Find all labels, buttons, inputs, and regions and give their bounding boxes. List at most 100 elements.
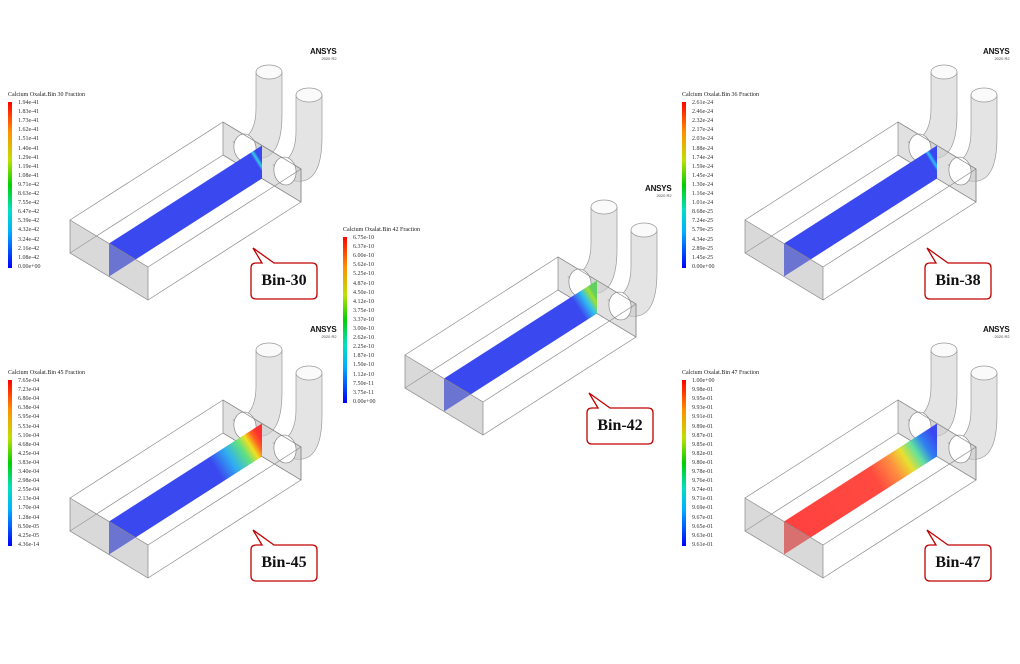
outlet-hole: [948, 156, 972, 186]
legend-tick-label: 1.01e-24: [692, 200, 714, 207]
legend-tick-label: 3.75e-10: [353, 307, 375, 314]
logo-brand: ANSYS: [310, 325, 337, 334]
legend-tick-label: 0.00e+00: [692, 263, 715, 270]
logo-brand: ANSYS: [645, 184, 672, 193]
colorbar: [8, 102, 12, 268]
legend-tick-label: 1.08e-42: [18, 254, 40, 261]
legend-tick-label: 1.94e-41: [18, 100, 40, 106]
outlet-hole: [608, 291, 632, 321]
callout-label: Bin-42: [597, 417, 643, 434]
legend-tick-label: 2.13e-04: [18, 496, 40, 503]
logo-version: 2020 R2: [994, 334, 1010, 339]
callout-label: Bin-38: [935, 272, 981, 289]
legend-tick-label: 2.17e-24: [692, 127, 714, 134]
legend-tick-label: 1.51e-41: [18, 136, 40, 143]
callout-bubble: [250, 529, 318, 582]
callout-label: Bin-45: [261, 554, 307, 571]
contour-slice: [784, 423, 937, 555]
legend-tick-label: 9.93e-01: [692, 405, 714, 412]
pipe-opening: [930, 64, 958, 80]
legend-tick-label: 4.12e-10: [353, 298, 375, 305]
legend-tick-label: 7.23e-04: [18, 387, 40, 394]
legend-tick-label: 1.08e-41: [18, 172, 40, 179]
colorbar: [682, 102, 686, 268]
legend-tick-label: 1.28e-04: [18, 514, 40, 521]
legend-tick-label: 9.87e-01: [692, 432, 714, 439]
legend-tick-label: 3.24e-42: [18, 236, 40, 243]
callout-bubble: [924, 247, 992, 300]
legend-tick-label: 4.34e-25: [692, 236, 714, 243]
callout-label: Bin-30: [261, 272, 307, 289]
legend-tick-label: 7.65e-04: [18, 378, 40, 384]
legend-tick-label: 1.59e-24: [692, 163, 714, 170]
legend-tick-label: 2.62e-10: [353, 335, 375, 342]
legend-tick-label: 5.53e-04: [18, 423, 40, 430]
legend-tick-label: 9.78e-01: [692, 469, 714, 475]
logo-brand: ANSYS: [983, 47, 1010, 56]
legend-title: Calcium Oxalat.Bin 42 Fraction: [343, 227, 420, 233]
legend-tick-label: 2.55e-04: [18, 487, 40, 494]
legend-tick-label: 4.25e-05: [18, 532, 40, 539]
legend-tick-label: 1.62e-41: [18, 127, 40, 134]
colorbar: [343, 237, 347, 403]
legend-tick-label: 1.29e-41: [18, 154, 40, 161]
legend-tick-label: 4.50e-10: [353, 289, 375, 296]
outlet-pipes: [232, 342, 323, 460]
pipe-opening: [255, 64, 283, 80]
legend-tick-label: 9.74e-01: [692, 487, 714, 494]
inlet-face: [69, 497, 149, 579]
legend-tick-label: 8.50e-05: [18, 523, 40, 530]
legend-tick-label: 1.45e-25: [692, 254, 714, 261]
logo-brand: ANSYS: [310, 47, 337, 56]
contour-slice: [109, 145, 262, 277]
legend-tick-label: 9.82e-01: [692, 450, 714, 457]
legend-tick-label: 6.80e-04: [18, 396, 40, 403]
contour-slice: [444, 280, 597, 412]
logo-brand: ANSYS: [983, 325, 1010, 334]
pipe-opening: [590, 199, 618, 215]
legend-tick-label: 9.69e-01: [692, 505, 714, 512]
legend-tick-label: 1.87e-10: [353, 353, 375, 360]
legend-tick-label: 3.83e-04: [18, 459, 40, 466]
legend-tick-label: 9.61e-01: [692, 541, 714, 548]
legend-tick-label: 0.00e+00: [353, 398, 376, 405]
legend-tick-label: 8.63e-42: [18, 191, 40, 197]
legend-tick-label: 6.38e-04: [18, 405, 40, 412]
legend-tick-label: 9.65e-01: [692, 523, 714, 530]
outlet-hole: [273, 434, 297, 464]
legend-tick-label: 0.00e+00: [18, 263, 41, 270]
legend-tick-label: 1.88e-24: [692, 145, 714, 152]
legend-tick-label: 9.98e-01: [692, 387, 714, 394]
legend-tick-label: 1.12e-10: [353, 371, 375, 378]
legend-tick-label: 9.80e-01: [692, 459, 714, 466]
legend-tick-label: 7.55e-42: [18, 200, 40, 207]
legend-tick-label: 9.71e-42: [18, 181, 40, 188]
legend-tick-label: 5.62e-10: [353, 262, 375, 269]
legend-tick-label: 2.89e-25: [692, 245, 714, 252]
legend-tick-label: 2.46e-24: [692, 109, 714, 116]
legend-tick-label: 6.37e-10: [353, 244, 375, 251]
legend-title: Calcium Oxalat.Bin 36 Fraction: [682, 92, 759, 98]
pipe-opening: [295, 87, 323, 103]
legend-tick-label: 3.75e-11: [353, 389, 374, 396]
legend-tick-label: 1.74e-24: [692, 154, 714, 161]
legend-tick-label: 6.47e-42: [18, 209, 40, 216]
pipe-opening: [930, 342, 958, 358]
legend-tick-label: 4.36e-14: [18, 541, 40, 548]
colorbar: [8, 380, 12, 546]
legend-title: Calcium Oxalat.Bin 45 Fraction: [8, 370, 85, 376]
legend-tick-label: 2.98e-04: [18, 478, 40, 485]
legend-tick-label: 9.89e-01: [692, 423, 714, 430]
legend-tick-label: 1.16e-24: [692, 191, 714, 197]
